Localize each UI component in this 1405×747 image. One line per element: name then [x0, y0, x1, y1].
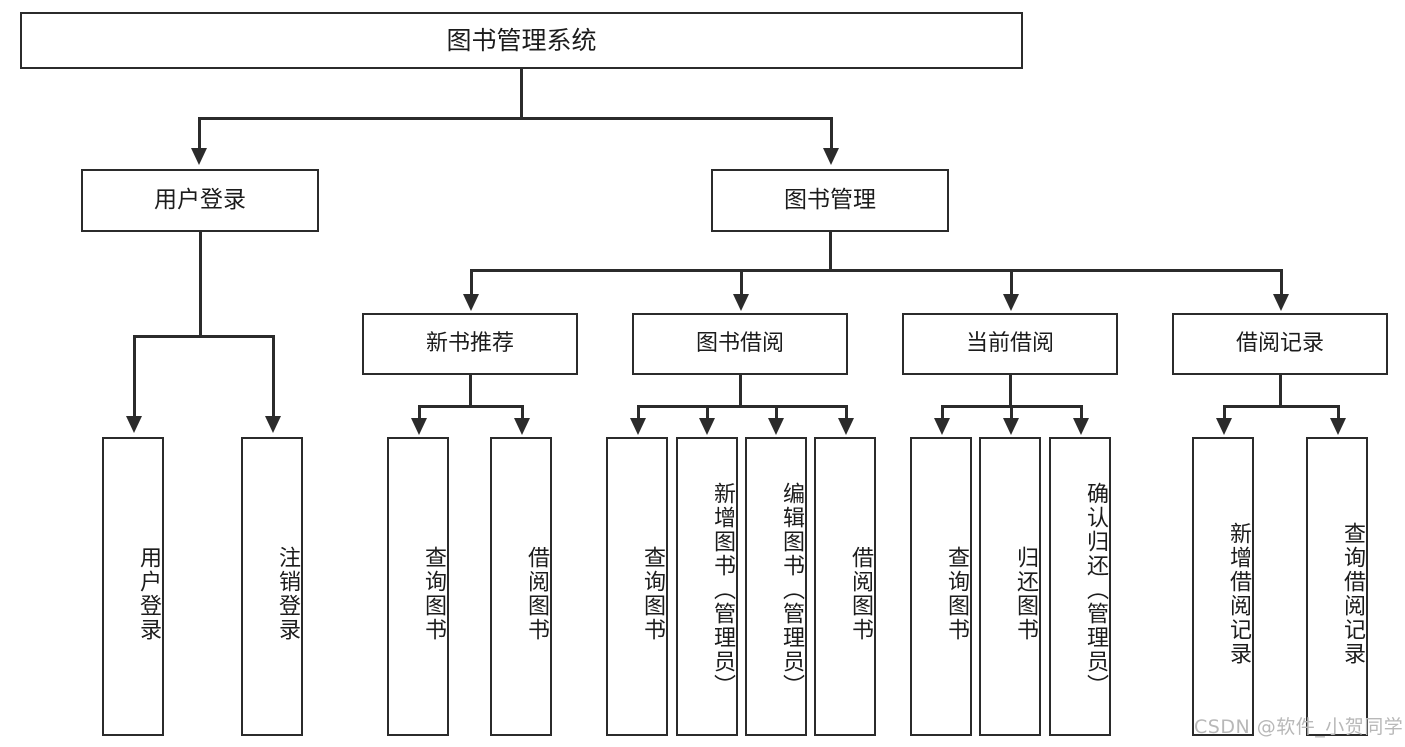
watermark-text: CSDN @软件_小贺同学	[1194, 716, 1404, 738]
node-label: 新增图书（管理员）	[710, 481, 735, 698]
connector-borrow-drop-3	[775, 405, 778, 420]
connector-record-drop-2	[1337, 405, 1340, 420]
connector-borrow-bus	[637, 405, 845, 408]
arrowhead-user-login-2	[265, 416, 281, 433]
leaf-logout[interactable]: 注销登录	[241, 437, 303, 736]
node-label: 借阅图书	[848, 545, 873, 642]
connector-borrow-stem	[739, 375, 742, 405]
connector-record-drop-1	[1223, 405, 1226, 420]
connector-current-drop-2	[1010, 405, 1013, 420]
node-book-borrow[interactable]: 图书借阅	[632, 313, 848, 375]
leaf-query-borrow-record[interactable]: 查询借阅记录	[1306, 437, 1368, 736]
arrowhead-level3-4	[1273, 294, 1289, 311]
connector-level3-drop-3	[1010, 269, 1013, 296]
leaf-user-login[interactable]: 用户登录	[102, 437, 164, 736]
connector-recommend-bus	[418, 405, 521, 408]
node-label: 图书管理系统	[446, 25, 597, 55]
connector-borrow-drop-4	[845, 405, 848, 420]
arrowhead-borrow-1	[630, 418, 646, 435]
arrowhead-level2-2	[823, 148, 839, 165]
arrowhead-recommend-2	[514, 418, 530, 435]
connector-level2-drop-1	[198, 117, 201, 150]
connector-recommend-stem	[469, 375, 472, 405]
arrowhead-current-2	[1003, 418, 1019, 435]
connector-user-login-drop-2	[272, 335, 275, 418]
arrowhead-borrow-2	[699, 418, 715, 435]
node-label: 注销登录	[275, 545, 300, 642]
connector-level3-drop-2	[740, 269, 743, 296]
leaf-add-borrow-record[interactable]: 新增借阅记录	[1192, 437, 1254, 736]
connector-record-bus	[1223, 405, 1337, 408]
connector-level3-bus	[470, 269, 1280, 272]
arrowhead-borrow-3	[768, 418, 784, 435]
arrowhead-current-1	[934, 418, 950, 435]
node-label: 新书推荐	[425, 331, 514, 357]
node-label: 查询借阅记录	[1340, 521, 1365, 666]
node-label: 归还图书	[1013, 545, 1038, 642]
connector-user-login-stem	[199, 232, 202, 335]
leaf-return-book[interactable]: 归还图书	[979, 437, 1041, 736]
node-label: 用户登录	[154, 187, 246, 214]
connector-level3-drop-1	[470, 269, 473, 296]
arrowhead-record-2	[1330, 418, 1346, 435]
leaf-query-book-borrow[interactable]: 查询图书	[606, 437, 668, 736]
node-root-system[interactable]: 图书管理系统	[20, 12, 1023, 69]
connector-borrow-drop-1	[637, 405, 640, 420]
connector-level2-bus	[198, 117, 832, 120]
connector-user-login-bus	[133, 335, 273, 338]
node-label: 用户登录	[136, 545, 161, 642]
node-user-login[interactable]: 用户登录	[81, 169, 319, 232]
node-label: 查询图书	[640, 545, 665, 642]
node-label: 确认归还（管理员）	[1083, 481, 1108, 698]
arrowhead-level3-2	[733, 294, 749, 311]
node-current-borrow[interactable]: 当前借阅	[902, 313, 1118, 375]
node-new-book-recommend[interactable]: 新书推荐	[362, 313, 578, 375]
connector-current-drop-3	[1080, 405, 1083, 420]
connector-recommend-drop-1	[418, 405, 421, 420]
arrowhead-level3-1	[463, 294, 479, 311]
connector-book-mgmt-stem	[829, 232, 832, 269]
node-label: 编辑图书（管理员）	[779, 481, 804, 698]
node-borrow-record[interactable]: 借阅记录	[1172, 313, 1388, 375]
connector-record-stem	[1279, 375, 1282, 405]
node-label: 借阅记录	[1235, 331, 1324, 357]
node-label: 当前借阅	[965, 331, 1054, 357]
arrowhead-borrow-4	[838, 418, 854, 435]
node-label: 图书管理	[784, 187, 876, 214]
arrowhead-level3-3	[1003, 294, 1019, 311]
node-book-management[interactable]: 图书管理	[711, 169, 949, 232]
connector-level3-drop-4	[1280, 269, 1283, 296]
connector-level2-drop-2	[830, 117, 833, 150]
leaf-edit-book-admin[interactable]: 编辑图书（管理员）	[745, 437, 807, 736]
node-label: 新增借阅记录	[1226, 521, 1251, 666]
connector-recommend-drop-2	[521, 405, 524, 420]
arrowhead-recommend-1	[411, 418, 427, 435]
connector-user-login-drop-1	[133, 335, 136, 418]
connector-current-drop-1	[941, 405, 944, 420]
connector-current-stem	[1009, 375, 1012, 405]
arrowhead-user-login-1	[126, 416, 142, 433]
arrowhead-current-3	[1073, 418, 1089, 435]
connector-root-stem	[520, 69, 523, 117]
leaf-confirm-return-admin[interactable]: 确认归还（管理员）	[1049, 437, 1111, 736]
leaf-query-book-recommend[interactable]: 查询图书	[387, 437, 449, 736]
leaf-add-book-admin[interactable]: 新增图书（管理员）	[676, 437, 738, 736]
connector-borrow-drop-2	[706, 405, 709, 420]
node-label: 借阅图书	[524, 545, 549, 642]
leaf-borrow-book-recommend[interactable]: 借阅图书	[490, 437, 552, 736]
node-label: 查询图书	[944, 545, 969, 642]
leaf-query-book-current[interactable]: 查询图书	[910, 437, 972, 736]
leaf-borrow-book[interactable]: 借阅图书	[814, 437, 876, 736]
node-label: 查询图书	[421, 545, 446, 642]
arrowhead-level2-1	[191, 148, 207, 165]
arrowhead-record-1	[1216, 418, 1232, 435]
node-label: 图书借阅	[695, 331, 784, 357]
